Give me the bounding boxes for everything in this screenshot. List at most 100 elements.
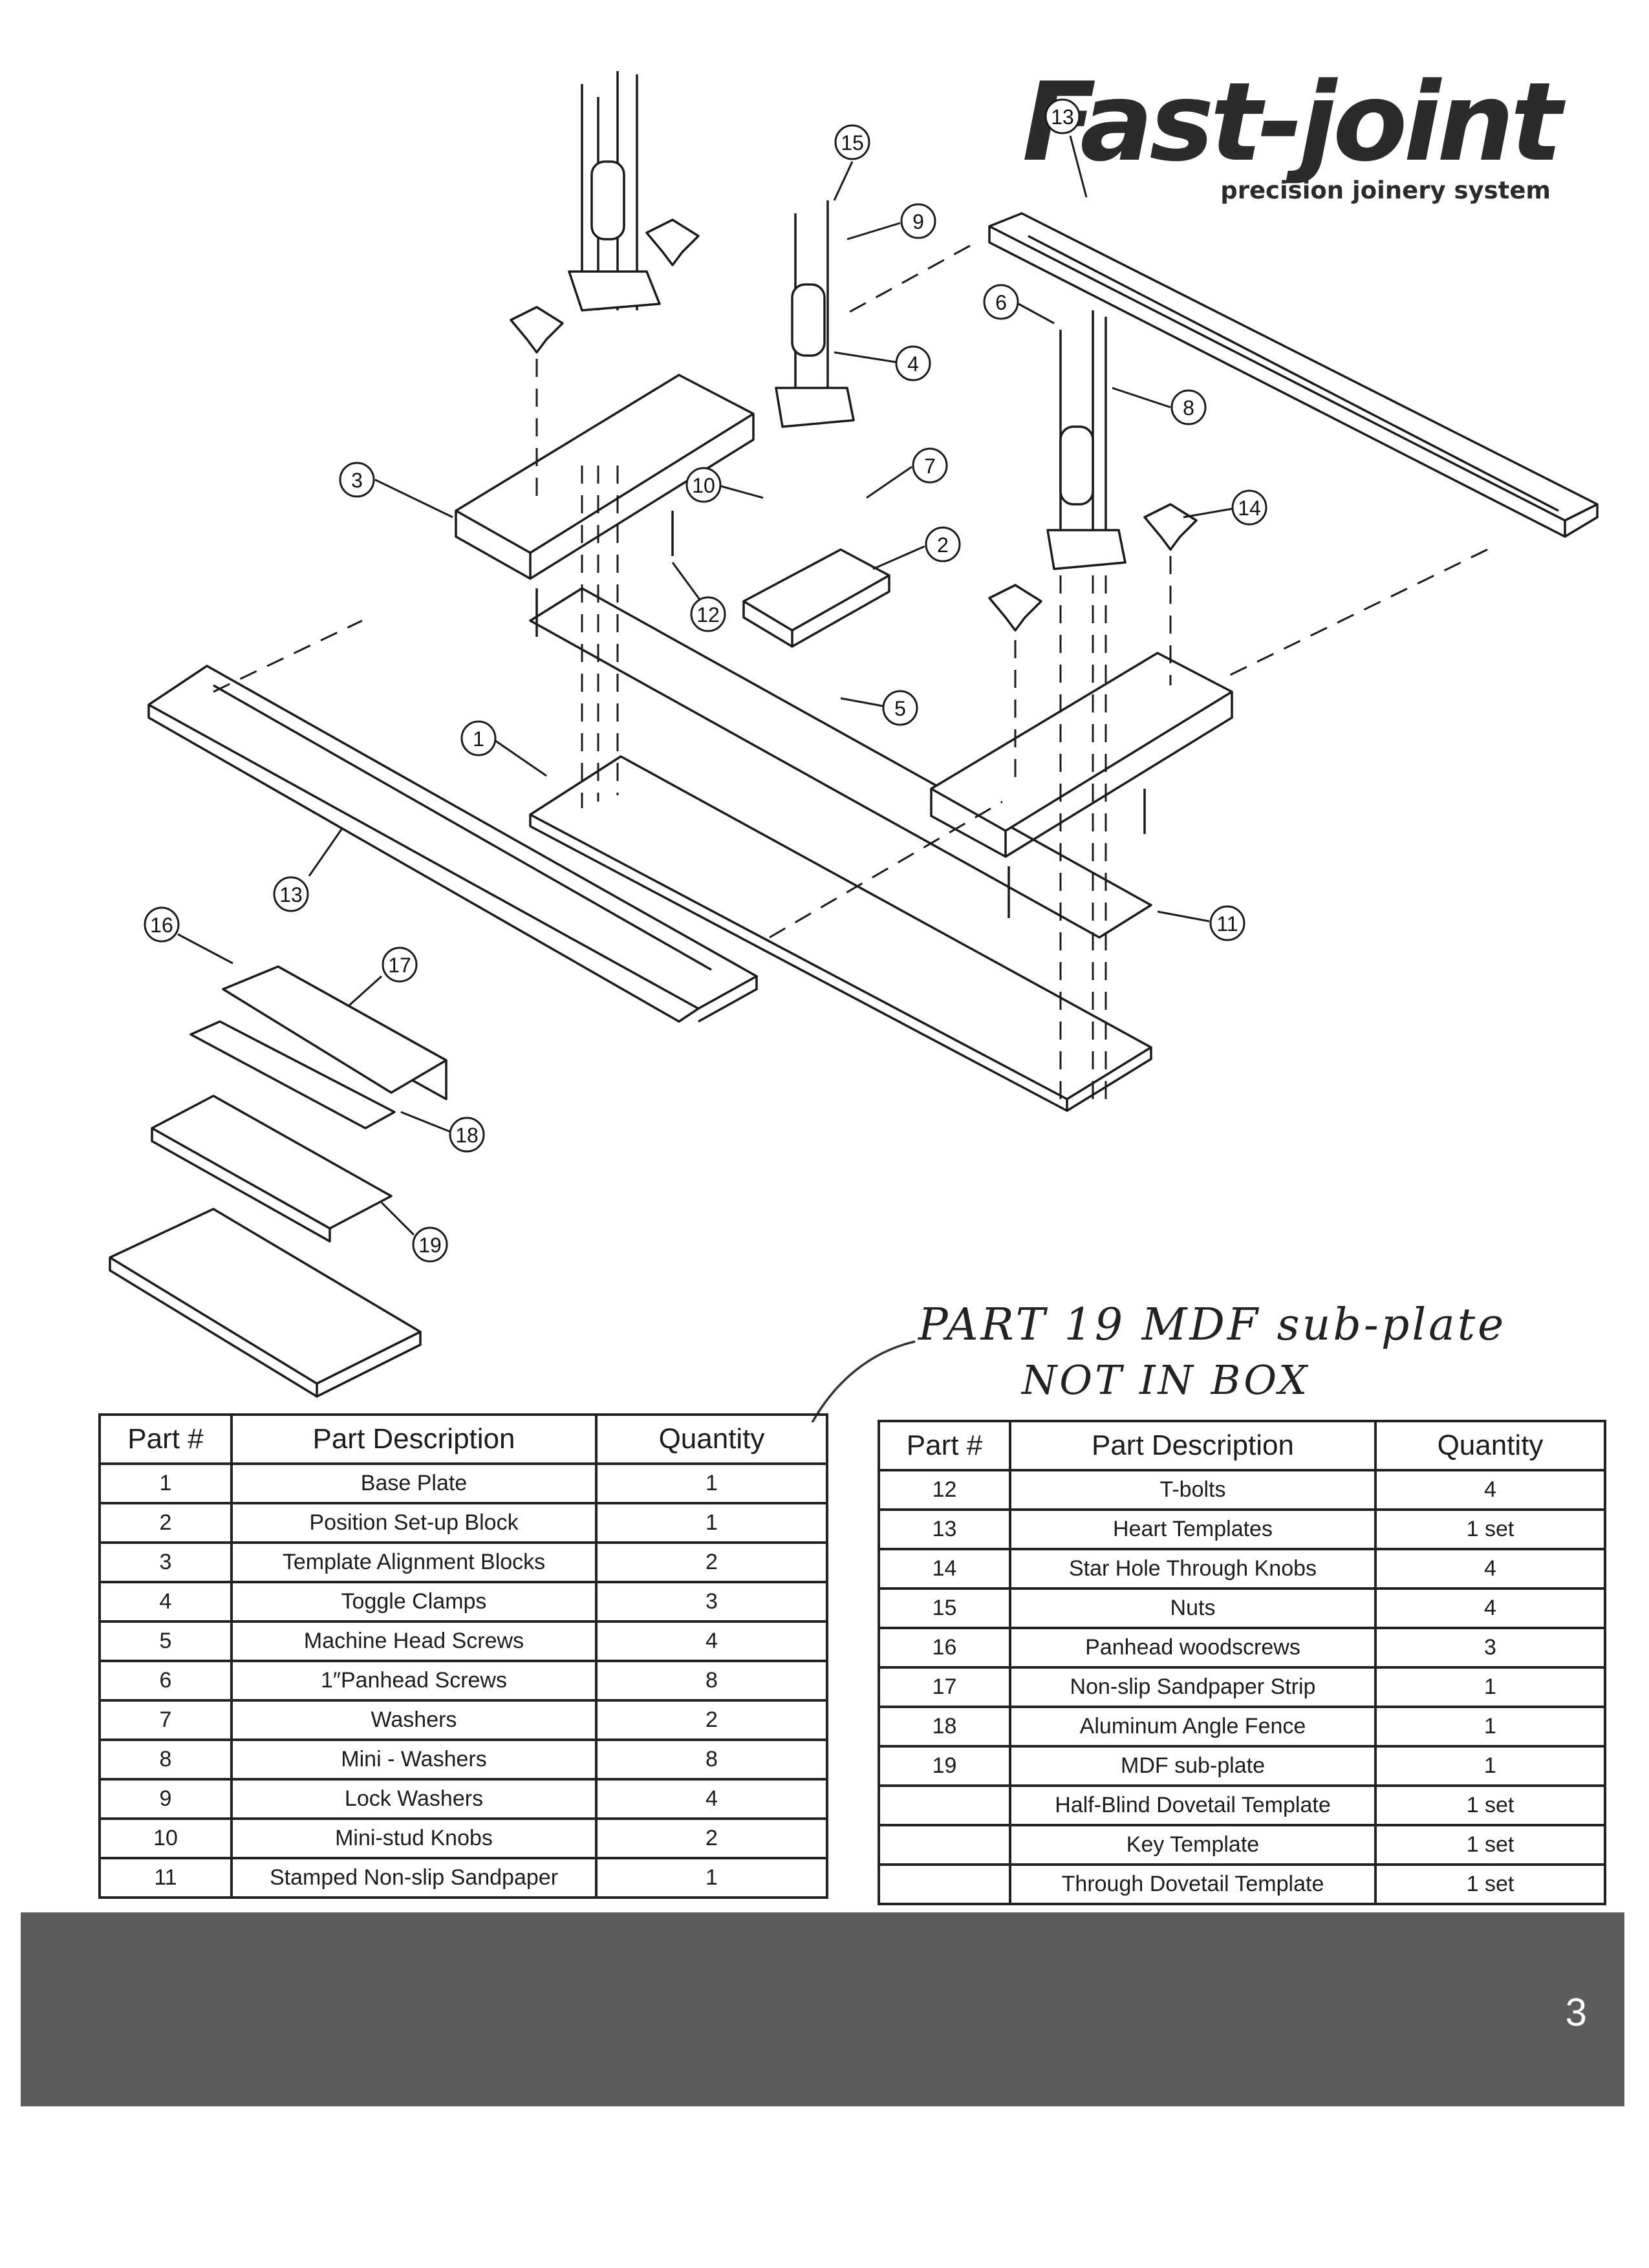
- star-knob-icon: [988, 584, 1042, 632]
- callout-circle: [983, 284, 1019, 320]
- part-description: Template Alignment Blocks: [230, 1541, 598, 1583]
- assembled-jig-thumbnail: [109, 1208, 422, 1398]
- header-part-description: Part Description: [1009, 1420, 1377, 1471]
- part-description: Mini - Washers: [230, 1738, 598, 1781]
- part-quantity: 1: [595, 1857, 828, 1899]
- part-quantity: 4: [1374, 1587, 1606, 1629]
- table-header-row: Part # Part Description Quantity: [878, 1420, 1606, 1471]
- callout-circle: [685, 467, 722, 503]
- part-number: 1: [98, 1462, 233, 1504]
- callout-circle: [834, 124, 870, 160]
- part-description: Panhead woodscrews: [1009, 1627, 1377, 1669]
- callout-label-10: 10: [692, 474, 715, 497]
- callout-circle: [912, 447, 948, 484]
- callout-circle: [1209, 905, 1245, 941]
- header-part-number: Part #: [98, 1413, 233, 1465]
- part-description: 1″Panhead Screws: [230, 1660, 598, 1702]
- toggle-clamp-stack-right: [1046, 310, 1126, 570]
- part-number: 18: [878, 1706, 1011, 1748]
- callout-label-4: 4: [907, 352, 919, 376]
- callout-label-17: 17: [388, 954, 411, 977]
- callout-label-7: 7: [924, 455, 936, 478]
- callout-circle: [690, 596, 726, 632]
- part-number: 9: [98, 1778, 233, 1820]
- header-part-description: Part Description: [230, 1413, 598, 1465]
- callout-circle: [273, 876, 309, 912]
- callout-label-6: 6: [995, 291, 1007, 314]
- position-setup-block: [742, 548, 890, 648]
- part-quantity: 2: [595, 1817, 828, 1859]
- table-header-row: Part # Part Description Quantity: [98, 1413, 828, 1465]
- callout-label-5: 5: [894, 697, 906, 720]
- heart-template-left: [147, 665, 758, 1023]
- part-number: [878, 1784, 1011, 1826]
- part-quantity: 2: [595, 1541, 828, 1583]
- part-quantity: 8: [595, 1738, 828, 1781]
- base-plate: [529, 755, 1152, 1112]
- handwritten-arrow: [811, 1340, 916, 1422]
- page-number: 3: [1565, 1991, 1587, 2034]
- angle-fence-assembly: [151, 965, 447, 1243]
- part-number: 14: [878, 1548, 1011, 1590]
- part-quantity: 1: [1374, 1745, 1606, 1787]
- callout-label-8: 8: [1183, 396, 1194, 420]
- part-number: 3: [98, 1541, 233, 1583]
- part-quantity: 4: [1374, 1548, 1606, 1590]
- callout-circle: [382, 947, 418, 983]
- part-number: 15: [878, 1587, 1011, 1629]
- part-description: Non-slip Sandpaper Strip: [1009, 1666, 1377, 1708]
- heart-template-right: [988, 212, 1599, 538]
- part-number: 4: [98, 1581, 233, 1623]
- part-quantity: 8: [595, 1660, 828, 1702]
- part-number: 8: [98, 1738, 233, 1781]
- template-alignment-block-left: [455, 374, 755, 580]
- part-quantity: 1: [1374, 1706, 1606, 1748]
- callout-label-11: 11: [1216, 912, 1238, 936]
- part-number: 16: [878, 1627, 1011, 1669]
- callout-circle: [1231, 489, 1267, 526]
- header-part-number: Part #: [878, 1420, 1011, 1471]
- callout-circle: [925, 526, 961, 562]
- part-quantity: 4: [595, 1778, 828, 1820]
- callout-label-2: 2: [937, 533, 949, 557]
- callout-label-3: 3: [351, 469, 363, 492]
- part-number: 5: [98, 1620, 233, 1662]
- part-quantity: 2: [595, 1699, 828, 1741]
- callout-label-13a: 13: [1051, 105, 1074, 129]
- part-description: Nuts: [1009, 1587, 1377, 1629]
- callout-label-12: 12: [696, 603, 720, 626]
- callout-label-14: 14: [1238, 497, 1261, 520]
- handwritten-note-line1: PART 19 MDF sub-plate: [918, 1300, 1507, 1351]
- callout-circle: [895, 345, 931, 381]
- part-quantity: 1 set: [1374, 1508, 1606, 1550]
- part-number: 13: [878, 1508, 1011, 1550]
- part-number: 10: [98, 1817, 233, 1859]
- part-quantity: 4: [1374, 1469, 1606, 1511]
- toggle-clamp-stack-left: [568, 71, 661, 312]
- star-knob-icon: [510, 306, 564, 354]
- part-description: Star Hole Through Knobs: [1009, 1548, 1377, 1590]
- part-quantity: 3: [1374, 1627, 1606, 1669]
- header-quantity: Quantity: [595, 1413, 828, 1465]
- part-number: 12: [878, 1469, 1011, 1511]
- part-description: Through Dovetail Template: [1009, 1863, 1377, 1905]
- part-quantity: 1: [1374, 1666, 1606, 1708]
- part-description: Stamped Non-slip Sandpaper: [230, 1857, 598, 1899]
- part-description: Washers: [230, 1699, 598, 1741]
- brand-title: Fast-joint: [1022, 59, 1562, 186]
- part-description: Position Set-up Block: [230, 1502, 598, 1544]
